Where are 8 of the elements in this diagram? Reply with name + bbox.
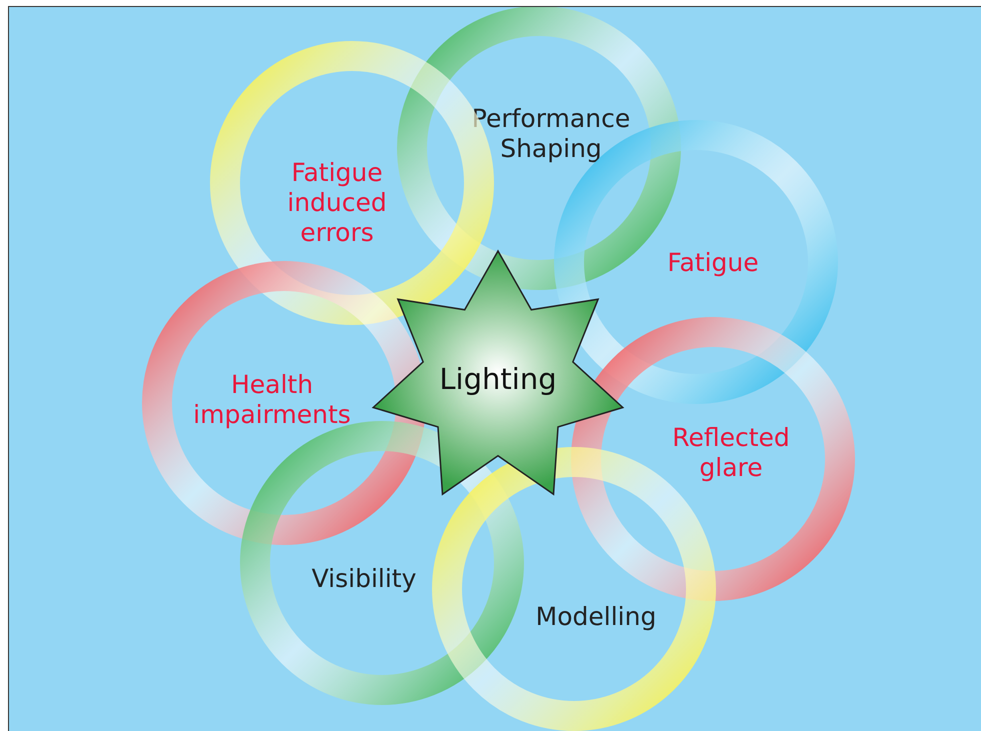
ring-label: Performance Shaping	[470, 104, 632, 164]
ring-label: Fatigue induced errors	[286, 158, 388, 248]
ring-label: Health impairments	[192, 370, 352, 430]
ring-label: Fatigue	[666, 248, 760, 278]
center-label: Lighting	[438, 364, 558, 394]
ring-label: Reflected glare	[671, 423, 791, 483]
ring-label: Modelling	[534, 602, 658, 632]
ring-label: Visibility	[310, 564, 418, 594]
